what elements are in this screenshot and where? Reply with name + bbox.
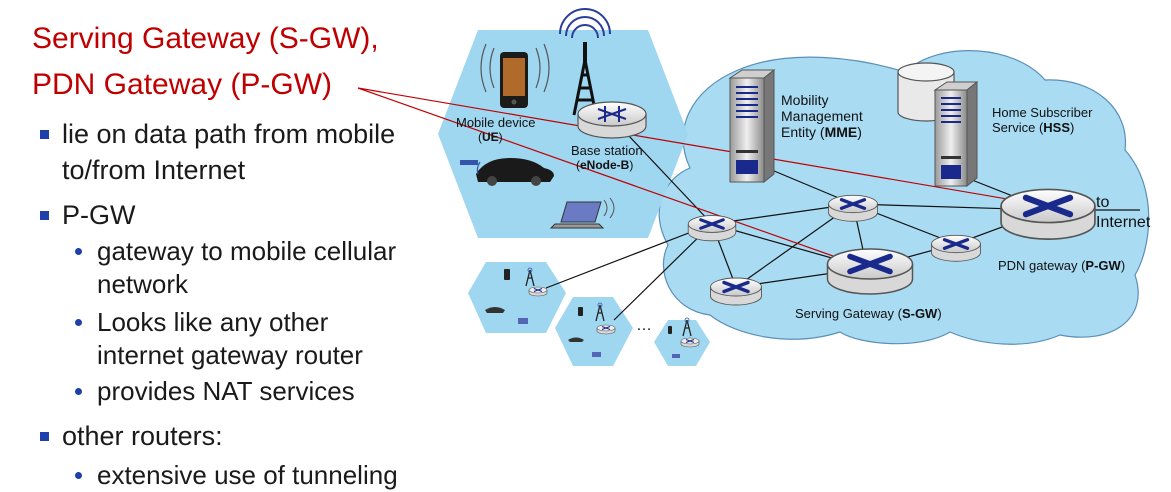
pgw-label: PDN gateway (P-GW) [998,258,1125,273]
mme-label-3: Entity (MME) [781,124,862,140]
hss-server-icon [933,80,979,188]
mme-label-2: Management [781,108,863,124]
small-cell-hexagon [654,317,710,366]
base-station-label: Base station [571,143,643,158]
pgw-router-icon [1001,189,1095,239]
bullet-square-icon [40,432,49,441]
small-cell-hexagon [468,262,566,333]
slide-title-line1: Serving Gateway (S-GW), [32,22,379,55]
mme-server-icon [728,68,776,184]
sub-bullet-tunneling: extensive use of tunneling [75,459,398,492]
cell-tower-icon [559,8,611,116]
sub-bullet-gateway: gateway to mobile cellular [75,235,397,268]
sub-bullet-looks-like-cont: internet gateway router [97,339,363,372]
mobile-device-label: Mobile device [456,115,536,130]
laptop-icon [549,197,615,229]
hss-label-1: Home Subscriber [992,105,1093,120]
sub-bullet-text: gateway to mobile cellular [97,236,397,266]
bullet-text: P-GW [62,200,136,230]
radio-access-hexagon [438,30,688,238]
sub-bullet-looks-like: Looks like any other [75,306,329,339]
to-internet-label-2: Internet [1096,214,1151,231]
bullet-dot-icon [75,388,82,395]
bullet-dot-icon [75,319,82,326]
bullet-dot-icon [75,248,82,255]
bullet-text: to/from Internet [62,155,246,185]
sub-bullet-nat: provides NAT services [75,375,355,408]
sub-bullet-text: internet gateway router [97,340,363,370]
sgw-label: Serving Gateway (S-GW) [795,306,942,321]
base-station-router-icon [577,101,647,139]
bullet-text: other routers: [62,421,223,451]
bullet-square-icon [40,211,49,220]
ellipsis-text: … [636,317,652,334]
to-internet-label-1: to [1096,194,1109,211]
car-icon [460,158,554,186]
base-station-abbrev: (eNode-B) [576,158,633,172]
bullet-dot-icon [75,472,82,479]
pointer-lines [357,87,1049,269]
hss-label-2: Service (HSS) [992,120,1074,135]
small-cell-hexagon [555,297,633,366]
sub-bullet-text: network [97,269,189,299]
slide-title-line2: PDN Gateway (P-GW) [32,68,333,101]
smartphone-icon [480,43,550,108]
sub-bullet-text: extensive use of tunneling [97,460,398,490]
sub-bullet-text: provides NAT services [97,376,355,406]
router-icon [826,193,880,223]
sub-bullet-text: Looks like any other [97,307,329,337]
mobile-device-abbrev: (UE) [478,130,503,144]
sgw-router-icon [828,249,913,294]
router-icon [686,214,738,243]
router-icon [708,276,764,307]
bullet-square-icon [40,130,49,139]
bullet-text: lie on data path from mobile [62,119,396,149]
router-icon [929,233,983,263]
mme-label-1: Mobility [781,92,828,108]
sub-bullet-gateway-cont: network [97,268,188,301]
